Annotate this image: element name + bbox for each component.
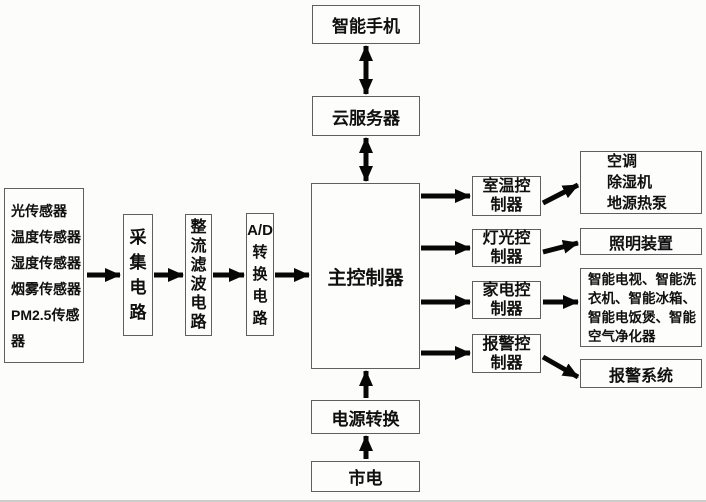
node-alarm-system: 报警系统 bbox=[580, 359, 702, 388]
node-hvac-devices-label: 空调 除湿机 地源热泵 bbox=[607, 153, 668, 212]
node-power-conversion: 电源转换 bbox=[311, 400, 420, 434]
node-main-controller: 主控制器 bbox=[311, 183, 420, 369]
node-rectifier-filter-circuit: 整 流 滤 波 电 路 bbox=[185, 214, 212, 336]
arrow-light-to-lighting-device bbox=[542, 239, 579, 255]
node-alarm-controller: 报警控 制器 bbox=[472, 334, 541, 373]
node-appliance-controller: 家电控 制器 bbox=[472, 281, 541, 319]
node-smartphone: 智能手机 bbox=[312, 5, 420, 44]
node-cloud-server: 云服务器 bbox=[312, 96, 420, 136]
node-acquisition-circuit: 采 集 电 路 bbox=[123, 214, 153, 336]
node-smart-appliances: 智能电视、智能洗衣机、智能冰箱、智能电饭煲、智能空气净化器 bbox=[580, 268, 702, 347]
node-ad-conversion-circuit-label: A/D 转 换 电 路 bbox=[247, 221, 273, 327]
node-cloud-server-label: 云服务器 bbox=[332, 108, 400, 128]
arrow-alarm-to-alarm-system bbox=[541, 354, 580, 380]
node-lighting-device: 照明装置 bbox=[580, 228, 702, 255]
node-acquisition-circuit-label: 采 集 电 路 bbox=[129, 228, 147, 322]
node-mains-power: 市电 bbox=[311, 461, 420, 492]
node-ad-conversion-circuit: A/D 转 换 电 路 bbox=[246, 213, 274, 336]
node-appliance-controller-label: 家电控 制器 bbox=[482, 282, 531, 318]
node-rectifier-filter-circuit-label: 整 流 滤 波 电 路 bbox=[190, 219, 207, 331]
node-room-temp-controller: 室温控 制器 bbox=[472, 176, 541, 216]
node-sensors-label: 光传感器 温度传感器 湿度传感器 烟雾传感器 PM2.5传感器 bbox=[11, 202, 81, 349]
node-main-controller-label: 主控制器 bbox=[327, 267, 404, 289]
node-light-controller-label: 灯光控 制器 bbox=[482, 230, 531, 266]
node-alarm-controller-label: 报警控 制器 bbox=[482, 335, 531, 372]
node-light-controller: 灯光控 制器 bbox=[472, 229, 541, 267]
node-mains-power-label: 市电 bbox=[348, 469, 383, 488]
node-hvac-devices: 空调 除湿机 地源热泵 bbox=[580, 151, 702, 214]
node-smartphone-label: 智能手机 bbox=[332, 17, 400, 36]
node-room-temp-controller-label: 室温控 制器 bbox=[482, 178, 531, 214]
node-sensors: 光传感器 温度传感器 湿度传感器 烟雾传感器 PM2.5传感器 bbox=[4, 188, 84, 363]
node-smart-appliances-label: 智能电视、智能洗衣机、智能冰箱、智能电饭煲、智能空气净化器 bbox=[588, 271, 696, 344]
node-lighting-device-label: 照明装置 bbox=[608, 235, 673, 253]
node-alarm-system-label: 报警系统 bbox=[608, 367, 673, 385]
arrow-room-temp-to-hvac bbox=[541, 182, 580, 206]
node-power-conversion-label: 电源转换 bbox=[331, 409, 400, 429]
